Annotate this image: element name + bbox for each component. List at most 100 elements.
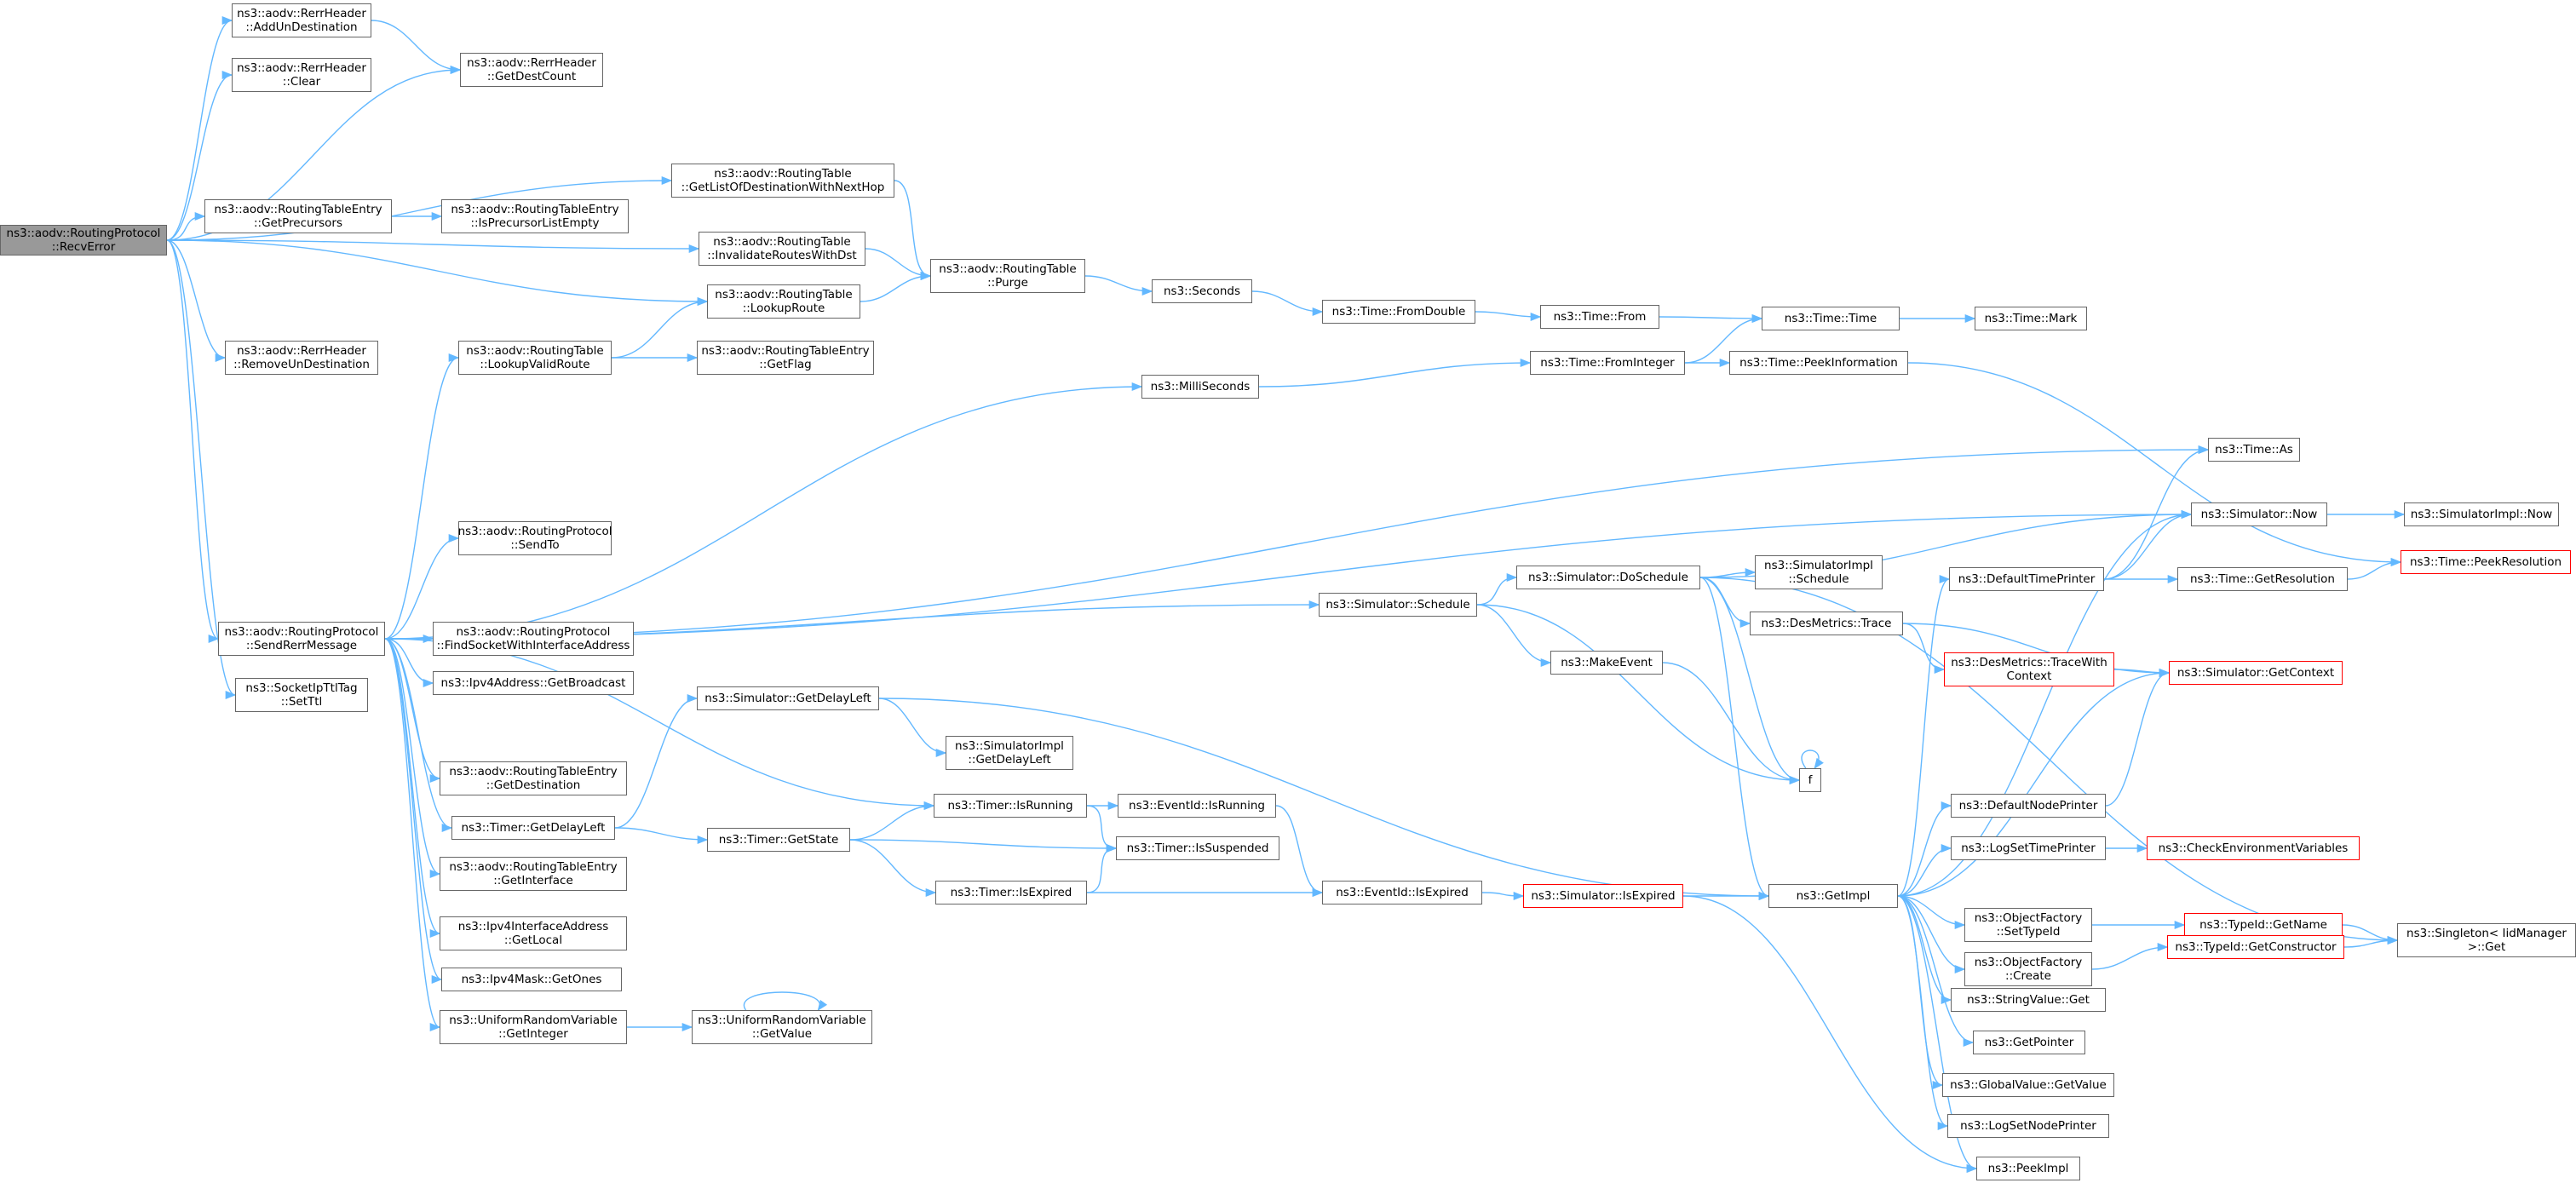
graph-node-ns3-ipv4address-getbroadcast[interactable]: ns3::Ipv4Address::GetBroadcast <box>433 671 634 695</box>
graph-node-ns3-aodv-routingtableentry-getprecursors[interactable]: ns3::aodv::RoutingTableEntry::GetPrecurs… <box>204 199 392 233</box>
graph-node-ns3-aodv-routingtableentry-getinterface[interactable]: ns3::aodv::RoutingTableEntry::GetInterfa… <box>440 857 627 891</box>
graph-node-ns3-aodv-routingprotocol-sendrerrmessage[interactable]: ns3::aodv::RoutingProtocol::SendRerrMess… <box>218 622 385 656</box>
graph-node-ns3-ipv4mask-getones[interactable]: ns3::Ipv4Mask::GetOnes <box>441 968 622 991</box>
graph-node-ns3-aodv-rerrheader-removeundestination[interactable]: ns3::aodv::RerrHeader::RemoveUnDestinati… <box>225 341 378 375</box>
graph-node-ns3-peekimpl[interactable]: ns3::PeekImpl <box>1976 1157 2080 1180</box>
graph-node-ns3-timer-isrunning[interactable]: ns3::Timer::IsRunning <box>934 794 1087 818</box>
graph-node-ns3-aodv-routingtable-invalidaterouteswithdst[interactable]: ns3::aodv::RoutingTable::InvalidateRoute… <box>699 232 865 266</box>
graph-node-ns3-simulator-now[interactable]: ns3::Simulator::Now <box>2191 502 2327 526</box>
graph-node-ns3-aodv-routingtable-purge[interactable]: ns3::aodv::RoutingTable::Purge <box>930 259 1085 293</box>
node-label-line1: ns3::TypeId::GetConstructor <box>2175 940 2337 954</box>
graph-node-ns3-simulator-doschedule[interactable]: ns3::Simulator::DoSchedule <box>1516 566 1700 589</box>
graph-node-ns3-globalvalue-getvalue[interactable]: ns3::GlobalValue::GetValue <box>1942 1073 2114 1097</box>
graph-node-ns3-time-peekresolution[interactable]: ns3::Time::PeekResolution <box>2401 550 2571 574</box>
node-label-line2: ::SetTypeId <box>1996 925 2061 939</box>
node-label-line2: ::GetListOfDestinationWithNextHop <box>681 181 885 194</box>
graph-node-ns3-milliseconds[interactable]: ns3::MilliSeconds <box>1141 375 1259 399</box>
graph-node-ns3-simulatorimpl-getdelayleft[interactable]: ns3::SimulatorImpl::GetDelayLeft <box>946 736 1073 770</box>
graph-node-ns3-makeevent[interactable]: ns3::MakeEvent <box>1550 651 1663 675</box>
graph-node-ns3-logsettimeprinter[interactable]: ns3::LogSetTimePrinter <box>1951 836 2106 860</box>
graph-node-ns3-time-peekinformation[interactable]: ns3::Time::PeekInformation <box>1729 351 1908 375</box>
graph-node-ns3-simulatorimpl-schedule[interactable]: ns3::SimulatorImpl::Schedule <box>1755 555 1883 589</box>
graph-node-ns3-simulatorimpl-now[interactable]: ns3::SimulatorImpl::Now <box>2404 502 2559 526</box>
graph-node-ns3-logsetnodeprinter[interactable]: ns3::LogSetNodePrinter <box>1947 1114 2109 1138</box>
call-edge <box>166 239 237 699</box>
graph-node-ns3-socketipttltag-setttl[interactable]: ns3::SocketIpTtlTag::SetTtl <box>235 678 368 712</box>
graph-node-ns3-timer-getstate[interactable]: ns3::Timer::GetState <box>707 828 850 852</box>
graph-node-ns3-aodv-routingtable-lookupvalidroute[interactable]: ns3::aodv::RoutingTable::LookupValidRout… <box>458 341 612 375</box>
graph-node-ns3-ipv4interfaceaddress-getlocal[interactable]: ns3::Ipv4InterfaceAddress::GetLocal <box>440 916 627 950</box>
node-label-line1: ns3::Time::FromInteger <box>1540 356 1675 370</box>
graph-node-ns3-timer-isexpired[interactable]: ns3::Timer::IsExpired <box>935 881 1087 904</box>
graph-node-ns3-time-fromdouble[interactable]: ns3::Time::FromDouble <box>1322 300 1475 324</box>
node-label-line1: ns3::DefaultNodePrinter <box>1958 799 2098 813</box>
node-label-line1: ns3::Time::GetResolution <box>2189 572 2335 586</box>
graph-node-ns3-checkenvironmentvariables[interactable]: ns3::CheckEnvironmentVariables <box>2147 836 2360 860</box>
call-edge <box>384 509 2193 640</box>
graph-node-ns3-aodv-routingprotocol-findsocketwithinterfaceaddress[interactable]: ns3::aodv::RoutingProtocol::FindSocketWi… <box>433 622 634 656</box>
graph-node-ns3-aodv-routingprotocol-sendto[interactable]: ns3::aodv::RoutingProtocol::SendTo <box>458 521 612 555</box>
node-label-line1: ns3::Ipv4Mask::GetOnes <box>461 973 602 986</box>
graph-node-ns3-aodv-routingtableentry-getflag[interactable]: ns3::aodv::RoutingTableEntry::GetFlag <box>697 341 874 375</box>
call-edge <box>384 353 460 640</box>
node-label-line1: ns3::SimulatorImpl <box>1764 559 1873 572</box>
graph-node-f[interactable]: f <box>1799 768 1821 792</box>
node-label-line1: ns3::Time::Time <box>1784 312 1877 325</box>
graph-node-ns3-aodv-routingtable-lookuproute[interactable]: ns3::aodv::RoutingTable::LookupRoute <box>707 284 860 319</box>
graph-node-ns3-objectfactory-settypeid[interactable]: ns3::ObjectFactory::SetTypeId <box>1964 908 2092 942</box>
node-label-line2: ::SendRerrMessage <box>245 639 358 652</box>
graph-node-ns3-simulator-isexpired[interactable]: ns3::Simulator::IsExpired <box>1523 884 1683 908</box>
graph-node-ns3-time-frominteger[interactable]: ns3::Time::FromInteger <box>1530 351 1685 375</box>
call-edge <box>1481 891 1525 901</box>
graph-node-ns3-time-from[interactable]: ns3::Time::From <box>1540 305 1659 329</box>
graph-node-ns3-simulator-schedule[interactable]: ns3::Simulator::Schedule <box>1319 593 1477 617</box>
graph-node-ns3-objectfactory-create[interactable]: ns3::ObjectFactory::Create <box>1964 952 2092 986</box>
node-label-line1: ns3::LogSetNodePrinter <box>1960 1119 2096 1133</box>
graph-node-ns3-time-time[interactable]: ns3::Time::Time <box>1762 307 1900 330</box>
graph-node-ns3-uniformrandomvariable-getinteger[interactable]: ns3::UniformRandomVariable::GetInteger <box>440 1010 627 1044</box>
node-label-line2: ::GetInterface <box>493 874 573 887</box>
graph-node-ns3-eventid-isrunning[interactable]: ns3::EventId::IsRunning <box>1118 794 1276 818</box>
call-edge <box>1897 801 1952 897</box>
node-label-line1: ns3::aodv::RoutingProtocol <box>457 525 612 538</box>
graph-node-ns3-simulator-getdelayleft[interactable]: ns3::Simulator::GetDelayLeft <box>697 686 879 710</box>
graph-node-ns3-defaultnodeprinter[interactable]: ns3::DefaultNodePrinter <box>1951 794 2106 818</box>
graph-node-ns3-uniformrandomvariable-getvalue[interactable]: ns3::UniformRandomVariable::GetValue <box>692 1010 872 1044</box>
call-edge <box>1897 668 2171 897</box>
graph-node-ns3-typeid-getname[interactable]: ns3::TypeId::GetName <box>2184 913 2343 937</box>
node-label-line2: ::LookupRoute <box>742 301 825 315</box>
graph-node-ns3-time-getresolution[interactable]: ns3::Time::GetResolution <box>2177 567 2348 591</box>
node-label-line1: ns3::DesMetrics::TraceWith <box>1951 656 2107 669</box>
node-label-line1: ns3::GlobalValue::GetValue <box>1950 1078 2107 1092</box>
graph-node-ns3-aodv-rerrheader-clear[interactable]: ns3::aodv::RerrHeader::Clear <box>232 58 371 92</box>
node-label-line1: ns3::aodv::RoutingProtocol <box>6 227 161 240</box>
node-label-line2: ::FindSocketWithInterfaceAddress <box>436 639 630 652</box>
call-edge <box>1086 843 1118 893</box>
graph-node-ns3-timer-issuspended[interactable]: ns3::Timer::IsSuspended <box>1116 836 1279 860</box>
graph-node-ns3-defaulttimeprinter[interactable]: ns3::DefaultTimePrinter <box>1949 567 2104 591</box>
graph-node-ns3-simulator-getcontext[interactable]: ns3::Simulator::GetContext <box>2169 661 2343 685</box>
call-edge <box>1684 313 1763 364</box>
graph-node-ns3-stringvalue-get[interactable]: ns3::StringValue::Get <box>1951 988 2106 1012</box>
graph-node-ns3-typeid-getconstructor[interactable]: ns3::TypeId::GetConstructor <box>2167 935 2344 959</box>
graph-node-ns3-aodv-routingtableentry-getdestination[interactable]: ns3::aodv::RoutingTableEntry::GetDestina… <box>440 761 627 795</box>
node-label-line1: ns3::aodv::RerrHeader <box>237 7 366 20</box>
graph-node-ns3-eventid-isexpired[interactable]: ns3::EventId::IsExpired <box>1322 881 1482 904</box>
node-label-line1: ns3::Seconds <box>1164 284 1240 298</box>
node-label-line1: ns3::UniformRandomVariable <box>698 1014 866 1027</box>
graph-node-ns3-aodv-routingtable-getlistofdestinationwithnexthop[interactable]: ns3::aodv::RoutingTable::GetListOfDestin… <box>671 164 894 198</box>
graph-node-ns3-timer-getdelayleft[interactable]: ns3::Timer::GetDelayLeft <box>451 816 615 840</box>
node-label-line1: ns3::aodv::RoutingTable <box>466 344 604 358</box>
graph-node-ns3-time-mark[interactable]: ns3::Time::Mark <box>1975 307 2087 330</box>
graph-node-ns3-aodv-rerrheader-getdestcount[interactable]: ns3::aodv::RerrHeader::GetDestCount <box>460 53 603 87</box>
graph-node-ns3-aodv-rerrheader-addundestination[interactable]: ns3::aodv::RerrHeader::AddUnDestination <box>232 3 371 37</box>
graph-node-ns3-singleton-iidmanager-get[interactable]: ns3::Singleton< IidManager >::Get <box>2397 923 2576 957</box>
graph-node-ns3-aodv-routingtableentry-isprecursorlistempty[interactable]: ns3::aodv::RoutingTableEntry::IsPrecurso… <box>441 199 629 233</box>
graph-node-ns3-getpointer[interactable]: ns3::GetPointer <box>1973 1031 2085 1054</box>
graph-node-ns3-getimpl[interactable]: ns3::GetImpl <box>1768 884 1898 908</box>
graph-node-ns3-seconds[interactable]: ns3::Seconds <box>1152 279 1252 303</box>
graph-node-ns3-time-as[interactable]: ns3::Time::As <box>2208 438 2300 462</box>
graph-node-ns3-desmetrics-trace[interactable]: ns3::DesMetrics::Trace <box>1750 612 1903 635</box>
